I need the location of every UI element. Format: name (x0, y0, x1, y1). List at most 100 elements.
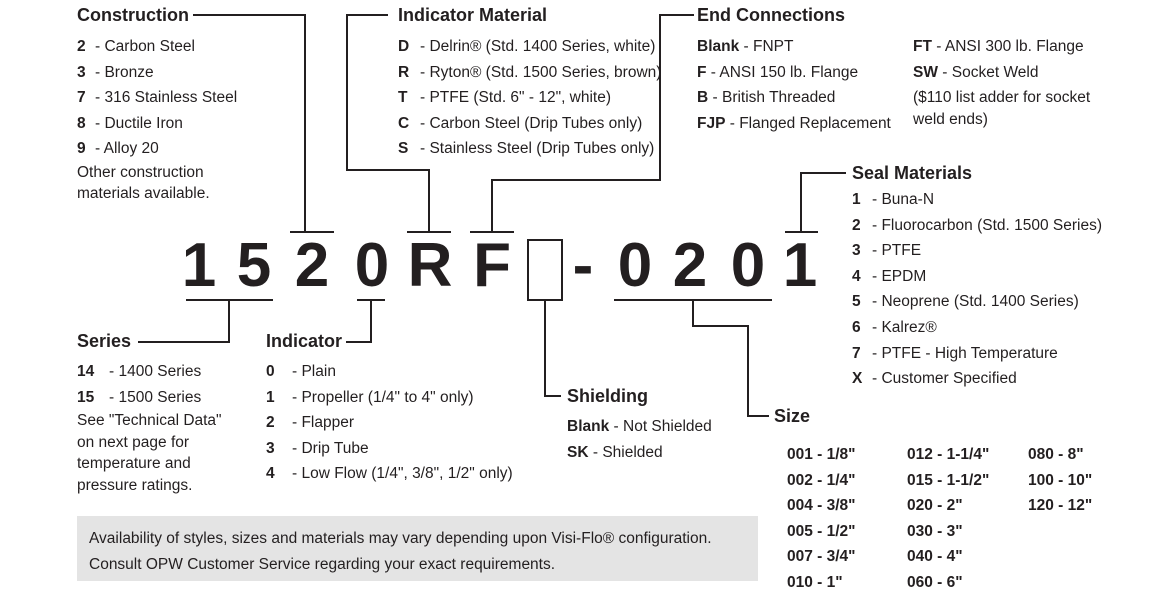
option-desc: - Socket Weld (942, 63, 1039, 81)
option-desc: - Kalrez® (872, 318, 937, 336)
option-code: 3 (77, 63, 86, 81)
seal-material-item: 4 - EPDM (852, 264, 1102, 290)
seal-material-item: 2 - Fluorocarbon (Std. 1500 Series) (852, 213, 1102, 239)
indicator-material-item: S- Stainless Steel (Drip Tubes only) (398, 136, 661, 162)
availability-note: Availability of styles, sizes and materi… (77, 516, 758, 581)
option-desc: - Buna-N (872, 191, 935, 208)
indicator-material-connector (346, 14, 430, 232)
indicator-item: 4- Low Flow (1/4", 3/8", 1/2" only) (266, 461, 513, 487)
option-desc: - Ryton® (Std. 1500 Series, brown) (420, 63, 662, 81)
option-desc: - FNPT (743, 38, 794, 55)
size-connector (692, 300, 769, 417)
end-connections-connector (491, 14, 694, 232)
option-desc: - Flapper (292, 414, 355, 432)
option-desc: - EPDM (872, 267, 927, 285)
option-desc: - Stainless Steel (Drip Tubes only) (420, 140, 655, 158)
series-note-line: temperature and (77, 455, 191, 473)
size-item: 007 - 3/4" (787, 548, 856, 566)
end-connections-note-line: weld ends) (913, 110, 988, 128)
end-connections-section-right: FT - ANSI 300 lb. Flange SW - Socket Wel… (913, 34, 1090, 130)
option-desc: - Drip Tube (292, 439, 369, 457)
size-item: 001 - 1/8" (787, 446, 856, 463)
option-desc: - Ductile Iron (95, 114, 183, 132)
option-code: 2 (77, 38, 86, 55)
indicator-connector (346, 300, 372, 343)
option-code: 2 (852, 216, 861, 234)
seal-material-item: 7- PTFE - High Temperature (852, 341, 1102, 367)
option-desc: - ANSI 150 lb. Flange (710, 63, 859, 81)
option-code: 4 (852, 267, 861, 285)
option-code: 14 (77, 363, 95, 380)
seal-material-item: X- Customer Specified (852, 366, 1102, 392)
option-code: X (852, 370, 863, 388)
end-connection-item: FJP - Flanged Replacement (697, 111, 891, 137)
size-item: 005 - 1/2" (787, 522, 856, 540)
indicator-item: 3 - Drip Tube (266, 436, 513, 462)
construction-item: 9- Alloy 20 (77, 136, 237, 162)
option-code: 3 (266, 439, 275, 457)
code-char: F (473, 231, 511, 300)
option-code: SW (913, 63, 938, 81)
option-code: 5 (852, 293, 861, 311)
size-column-2: 012 - 1-1/4" 015 - 1-1/2" 020 - 2" 030 -… (907, 442, 989, 596)
seal-materials-section: Seal Materials 1- Buna-N 2- Fluorocarbon… (852, 161, 1102, 392)
option-desc: - PTFE (872, 242, 922, 260)
option-code: 15 (77, 388, 95, 406)
construction-item: 3- Bronze (77, 60, 237, 86)
series-title: Series (77, 331, 132, 351)
code-char: 0 (730, 231, 766, 300)
size-item: 040 - 4" (907, 548, 963, 566)
option-desc: - ANSI 300 lb. Flange (936, 38, 1084, 55)
option-desc: - Propeller (1/4" to 4" only) (292, 388, 474, 406)
option-code: 6 (852, 318, 861, 336)
construction-title: Construction (77, 5, 189, 25)
seal-material-item: 6 - Kalrez® (852, 315, 1102, 341)
series-section: Series 14 - 1400 Series 15- 1500 Series S… (77, 329, 222, 496)
shielding-section: Shielding Blank - Not Shielded SK - Shie… (567, 384, 712, 465)
series-item: 15- 1500 Series (77, 385, 222, 411)
option-code: D (398, 38, 410, 55)
option-desc: - Not Shielded (613, 418, 712, 435)
option-desc: - 316 Stainless Steel (95, 89, 238, 107)
end-connections-note-line: ($110 list adder for socket (913, 89, 1091, 107)
series-note-line: See "Technical Data" (77, 412, 222, 430)
option-desc: - PTFE - High Temperature (872, 344, 1058, 362)
construction-item: 7- 316 Stainless Steel (77, 85, 237, 111)
construction-connector (193, 14, 306, 232)
code-char-blank (528, 232, 562, 300)
series-connector (138, 300, 230, 343)
option-desc: - PTFE (Std. 6" - 12", white) (420, 89, 612, 107)
option-code: 1 (266, 388, 275, 406)
size-item: 080 - 8" (1028, 446, 1084, 463)
size-item: 100 - 10" (1028, 471, 1093, 489)
option-desc: - British Threaded (712, 89, 836, 107)
indicator-section: Indicator 0- Plain 1- Propeller (1/4" to… (266, 329, 513, 487)
construction-note-line: Other construction (77, 163, 204, 181)
size-item: 030 - 3" (907, 522, 963, 540)
indicator-item: 2 - Flapper (266, 410, 513, 436)
code-char: R (407, 231, 453, 300)
option-code: Blank (697, 38, 740, 55)
size-item: 012 - 1-1/4" (907, 446, 990, 463)
indicator-material-title: Indicator Material (398, 5, 548, 25)
option-desc: - Neoprene (Std. 1400 Series) (872, 293, 1079, 311)
series-note-line: pressure ratings. (77, 476, 193, 494)
code-char: 2 (294, 231, 330, 300)
end-connection-item: SW - Socket Weld (913, 60, 1090, 86)
shielding-title: Shielding (567, 386, 648, 406)
option-desc: - Carbon Steel (95, 38, 195, 55)
end-connections-title: End Connections (697, 5, 845, 25)
shielding-item: SK - Shielded (567, 440, 712, 466)
option-desc: - Flanged Replacement (729, 114, 891, 132)
option-desc: - Fluorocarbon (Std. 1500 Series) (872, 216, 1103, 234)
construction-note-line: materials available. (77, 185, 210, 203)
code-char: 0 (617, 231, 653, 300)
option-desc: - Low Flow (1/4", 3/8", 1/2" only) (292, 465, 513, 483)
option-desc: - 1400 Series (109, 363, 202, 380)
size-item: 004 - 3/8" (787, 497, 856, 515)
end-connection-item: FT - ANSI 300 lb. Flange (913, 34, 1090, 60)
option-code: 2 (266, 414, 275, 432)
end-connection-item: Blank - FNPT (697, 34, 891, 60)
code-char: 1 (181, 231, 217, 300)
